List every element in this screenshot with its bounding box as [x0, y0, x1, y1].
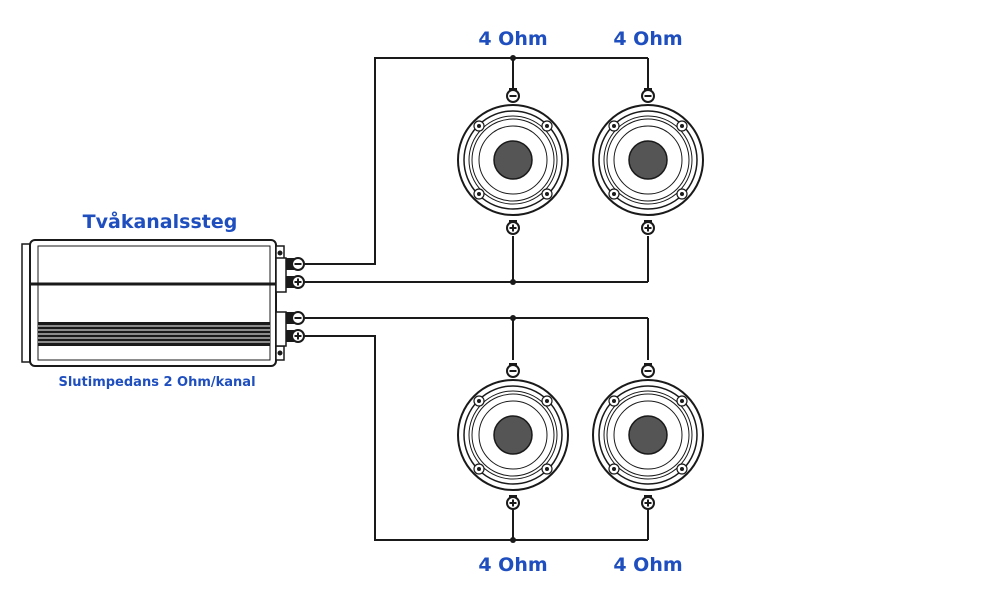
- bottom-right-negative-terminal: [641, 364, 655, 378]
- bottom-left-dust-cap: [493, 415, 533, 455]
- top-left-negative-terminal: [506, 89, 520, 103]
- top-right-speaker: [592, 88, 704, 235]
- top-left-speaker: [457, 88, 569, 235]
- amplifier-title: Tvåkanalssteg: [83, 209, 238, 233]
- bottom-right-dust-cap: [628, 415, 668, 455]
- bottom-left-speaker-impedance: 4 Ohm: [478, 554, 547, 576]
- top-left-positive-terminal: [506, 221, 520, 235]
- bottom-right-speaker: [592, 363, 704, 510]
- speakers: [457, 88, 704, 510]
- top-right-dust-cap: [628, 140, 668, 180]
- junction-dot: [510, 315, 516, 321]
- heatsink-fins: [38, 322, 270, 346]
- channel-2-negative-terminal: [286, 311, 305, 325]
- bottom-left-speaker: [457, 363, 569, 510]
- junction-dot: [510, 55, 516, 61]
- amplifier-subtitle: Slutimpedans 2 Ohm/kanal: [58, 375, 255, 390]
- channel-1-negative-terminal: [286, 257, 305, 271]
- bottom-left-positive-terminal: [506, 496, 520, 510]
- bottom-right-positive-terminal: [641, 496, 655, 510]
- junction-dot: [510, 279, 516, 285]
- amplifier: [21, 239, 287, 367]
- top-right-negative-terminal: [641, 89, 655, 103]
- top-right-speaker-impedance: 4 Ohm: [613, 28, 682, 50]
- channel-1-positive-terminal: [286, 275, 305, 289]
- wires: [304, 55, 649, 543]
- junction-dot: [510, 537, 516, 543]
- top-left-speaker-impedance: 4 Ohm: [478, 28, 547, 50]
- bottom-right-speaker-impedance: 4 Ohm: [613, 554, 682, 576]
- top-right-positive-terminal: [641, 221, 655, 235]
- bottom-left-negative-terminal: [506, 364, 520, 378]
- top-left-dust-cap: [493, 140, 533, 180]
- channel-2-positive-terminal: [286, 329, 305, 343]
